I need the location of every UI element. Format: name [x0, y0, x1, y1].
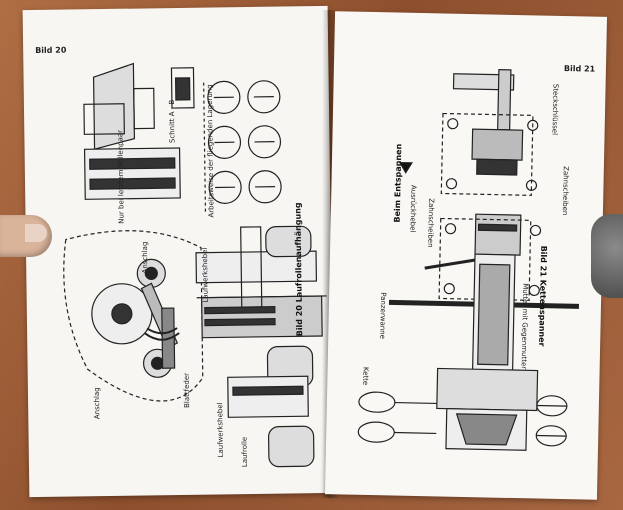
thumbnail-nail — [25, 224, 47, 242]
right-page: Bild 21 — [324, 11, 608, 500]
label-laufwerkshebel-bottom: Laufwerkshebel — [216, 402, 225, 458]
tensioner-drawing — [357, 69, 580, 451]
label-laufrolle: Laufrolle — [240, 436, 250, 468]
left-figure-caption: Bild 20 Laufrollenaufhängung — [293, 202, 305, 337]
metal-clip — [591, 214, 623, 298]
label-schnitt-a-b: Schnitt A - B — [167, 99, 177, 144]
label-anschlag-bottom: Anschlag — [92, 387, 102, 420]
left-page: Bild 20 — [22, 5, 335, 498]
label-blattfeder: Blattfeder — [182, 372, 192, 408]
label-anschlag-top: Anschlag — [140, 241, 150, 274]
label-zahnscheiben-middle: Zahnscheiben — [426, 198, 436, 248]
label-nur-bei-letztem: Nur bei letztem Rollenpaar — [116, 129, 126, 224]
label-panzerwanne: Panzerwanne — [378, 292, 388, 340]
label-ausrueckhebel: Ausrückhebel — [408, 184, 418, 233]
label-beim-entspannen: Beim Entspannen — [392, 143, 404, 223]
label-kette: Kette — [361, 366, 370, 386]
label-steckschluessel: Steckschlüssel — [550, 83, 560, 136]
label-zahnscheiben-top: Zahnscheiben — [560, 165, 570, 216]
label-laufwerkshebel-top: Laufwerkshebel — [200, 247, 210, 303]
suspension-drawing — [63, 62, 327, 468]
